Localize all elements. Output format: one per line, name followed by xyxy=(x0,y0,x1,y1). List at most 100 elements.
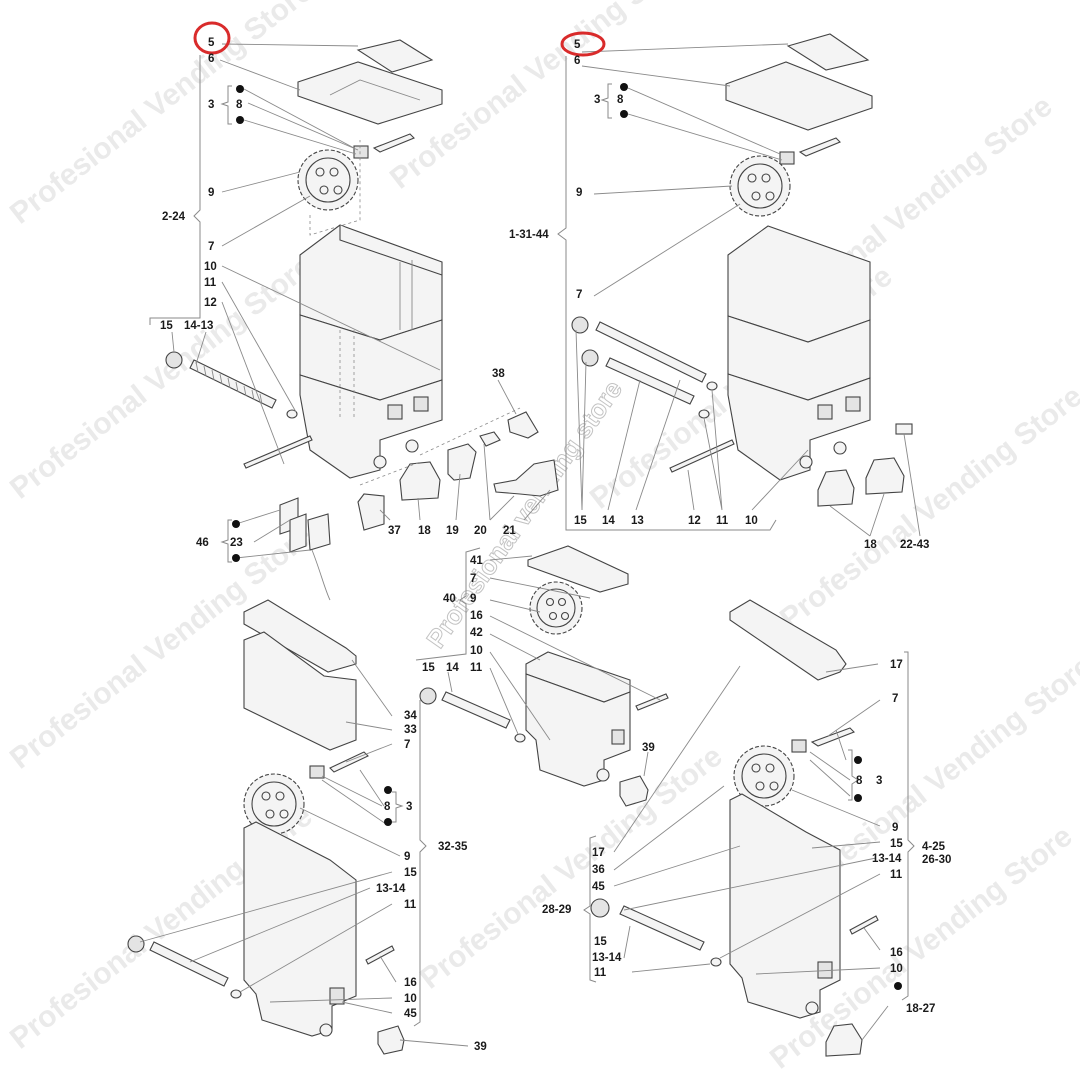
callout-14: 14 xyxy=(446,662,459,674)
callout-37: 37 xyxy=(388,525,401,537)
callout-11: 11 xyxy=(404,899,417,911)
group-label: 40 xyxy=(443,593,456,605)
fastener-dot xyxy=(620,83,628,91)
callout-7: 7 xyxy=(208,241,214,253)
highlight-circle xyxy=(193,21,231,55)
callout-20: 20 xyxy=(474,525,487,537)
callout-3: 3 xyxy=(876,775,882,787)
callout-3: 3 xyxy=(594,94,600,106)
watermark: Profesional Vending Store xyxy=(4,250,319,506)
chute-part xyxy=(357,493,385,531)
lid-part xyxy=(243,599,357,673)
callout-15: 15 xyxy=(890,838,903,850)
assembly-top-right: 5 6 3 8 9 1-31-44 7 15 14 13 12 11 10 18… xyxy=(509,31,929,551)
callout-13-14: 13-14 xyxy=(872,853,902,865)
callout-45: 45 xyxy=(404,1008,417,1020)
fastener-dot xyxy=(232,520,240,528)
funnel-part xyxy=(507,411,539,439)
spout-part xyxy=(447,443,477,481)
watermark: Profesional Vending Store xyxy=(4,0,319,231)
group-label: 32-35 xyxy=(438,841,468,853)
motor-bracket-part xyxy=(779,151,795,165)
lid-part xyxy=(356,39,434,73)
callout-9: 9 xyxy=(892,822,898,834)
callout-10: 10 xyxy=(204,261,217,273)
motor-bracket-part xyxy=(791,739,807,753)
callout-10: 10 xyxy=(890,963,903,975)
lid-part xyxy=(786,33,870,71)
fastener-dot xyxy=(384,786,392,794)
fastener-dot xyxy=(620,110,628,118)
callout-14-13: 14-13 xyxy=(184,320,213,332)
fastener-dot xyxy=(236,85,244,93)
callout-15: 15 xyxy=(594,936,607,948)
callout-11: 11 xyxy=(716,515,729,527)
outlet-cover-part xyxy=(817,469,855,507)
callout-15: 15 xyxy=(404,867,417,879)
callout-5: 5 xyxy=(574,39,581,51)
motor-part xyxy=(619,775,649,807)
callout-46: 46 xyxy=(196,537,209,549)
callout-11: 11 xyxy=(594,967,607,979)
callout-16: 16 xyxy=(470,610,483,622)
fastener-dot xyxy=(854,794,862,802)
callout-13: 13 xyxy=(631,515,644,527)
outlet-cover-part xyxy=(865,457,905,495)
assembly-bottom-right: 17 7 8 3 9 15 4-25 26-30 13-14 11 16 10 … xyxy=(542,599,951,1057)
label-plate-part xyxy=(895,423,913,435)
assembly-center: 41 7 40 9 16 42 10 15 14 11 39 xyxy=(415,545,669,807)
auger-part xyxy=(590,898,722,967)
lid-part xyxy=(729,599,847,681)
callout-9: 9 xyxy=(576,187,582,199)
callout-9: 9 xyxy=(208,187,214,199)
callout-5: 5 xyxy=(208,37,215,49)
fastener-dot xyxy=(894,982,902,990)
callout-10: 10 xyxy=(745,515,758,527)
callout-34: 34 xyxy=(404,710,417,722)
rod-part xyxy=(243,435,313,469)
auger-part xyxy=(419,687,526,743)
callout-13-14: 13-14 xyxy=(592,952,622,964)
fastener-dot xyxy=(236,116,244,124)
callout-11: 11 xyxy=(204,277,217,289)
callout-8: 8 xyxy=(856,775,863,787)
callout-23: 23 xyxy=(230,537,243,549)
auger-part xyxy=(165,351,298,419)
group-label: 4-25 xyxy=(922,841,946,853)
fastener-dot xyxy=(854,756,862,764)
gear-part xyxy=(243,773,305,835)
hopper-body-part xyxy=(243,821,357,1037)
callout-8: 8 xyxy=(384,801,391,813)
callout-6: 6 xyxy=(574,55,580,67)
hopper-part xyxy=(525,651,631,787)
callout-38: 38 xyxy=(492,368,505,380)
callout-17: 17 xyxy=(592,847,605,859)
callout-12: 12 xyxy=(204,297,217,309)
callout-21: 21 xyxy=(503,525,516,537)
callout-15: 15 xyxy=(160,320,173,332)
fastener-dot xyxy=(232,554,240,562)
rod-part xyxy=(849,915,879,935)
gear-part xyxy=(733,745,795,807)
motor-bracket-part xyxy=(353,145,369,159)
callout-10: 10 xyxy=(470,645,483,657)
callout-18: 18 xyxy=(864,539,877,551)
callout-28-29: 28-29 xyxy=(542,904,571,916)
callout-8: 8 xyxy=(236,99,243,111)
lid-frame-part xyxy=(297,61,443,125)
callout-9: 9 xyxy=(404,851,410,863)
callout-13-14: 13-14 xyxy=(376,883,406,895)
callout-3: 3 xyxy=(208,99,214,111)
callout-7: 7 xyxy=(576,289,582,301)
sensor-part xyxy=(279,497,331,601)
callout-42: 42 xyxy=(470,627,483,639)
callout-7: 7 xyxy=(404,739,410,751)
motor-part xyxy=(377,1025,405,1055)
fastener-dot xyxy=(384,818,392,826)
gear-part xyxy=(729,155,791,217)
gear-part xyxy=(529,581,583,635)
group-label: 1-31-44 xyxy=(509,229,549,241)
callout-17: 17 xyxy=(890,659,903,671)
callout-3: 3 xyxy=(406,801,412,813)
